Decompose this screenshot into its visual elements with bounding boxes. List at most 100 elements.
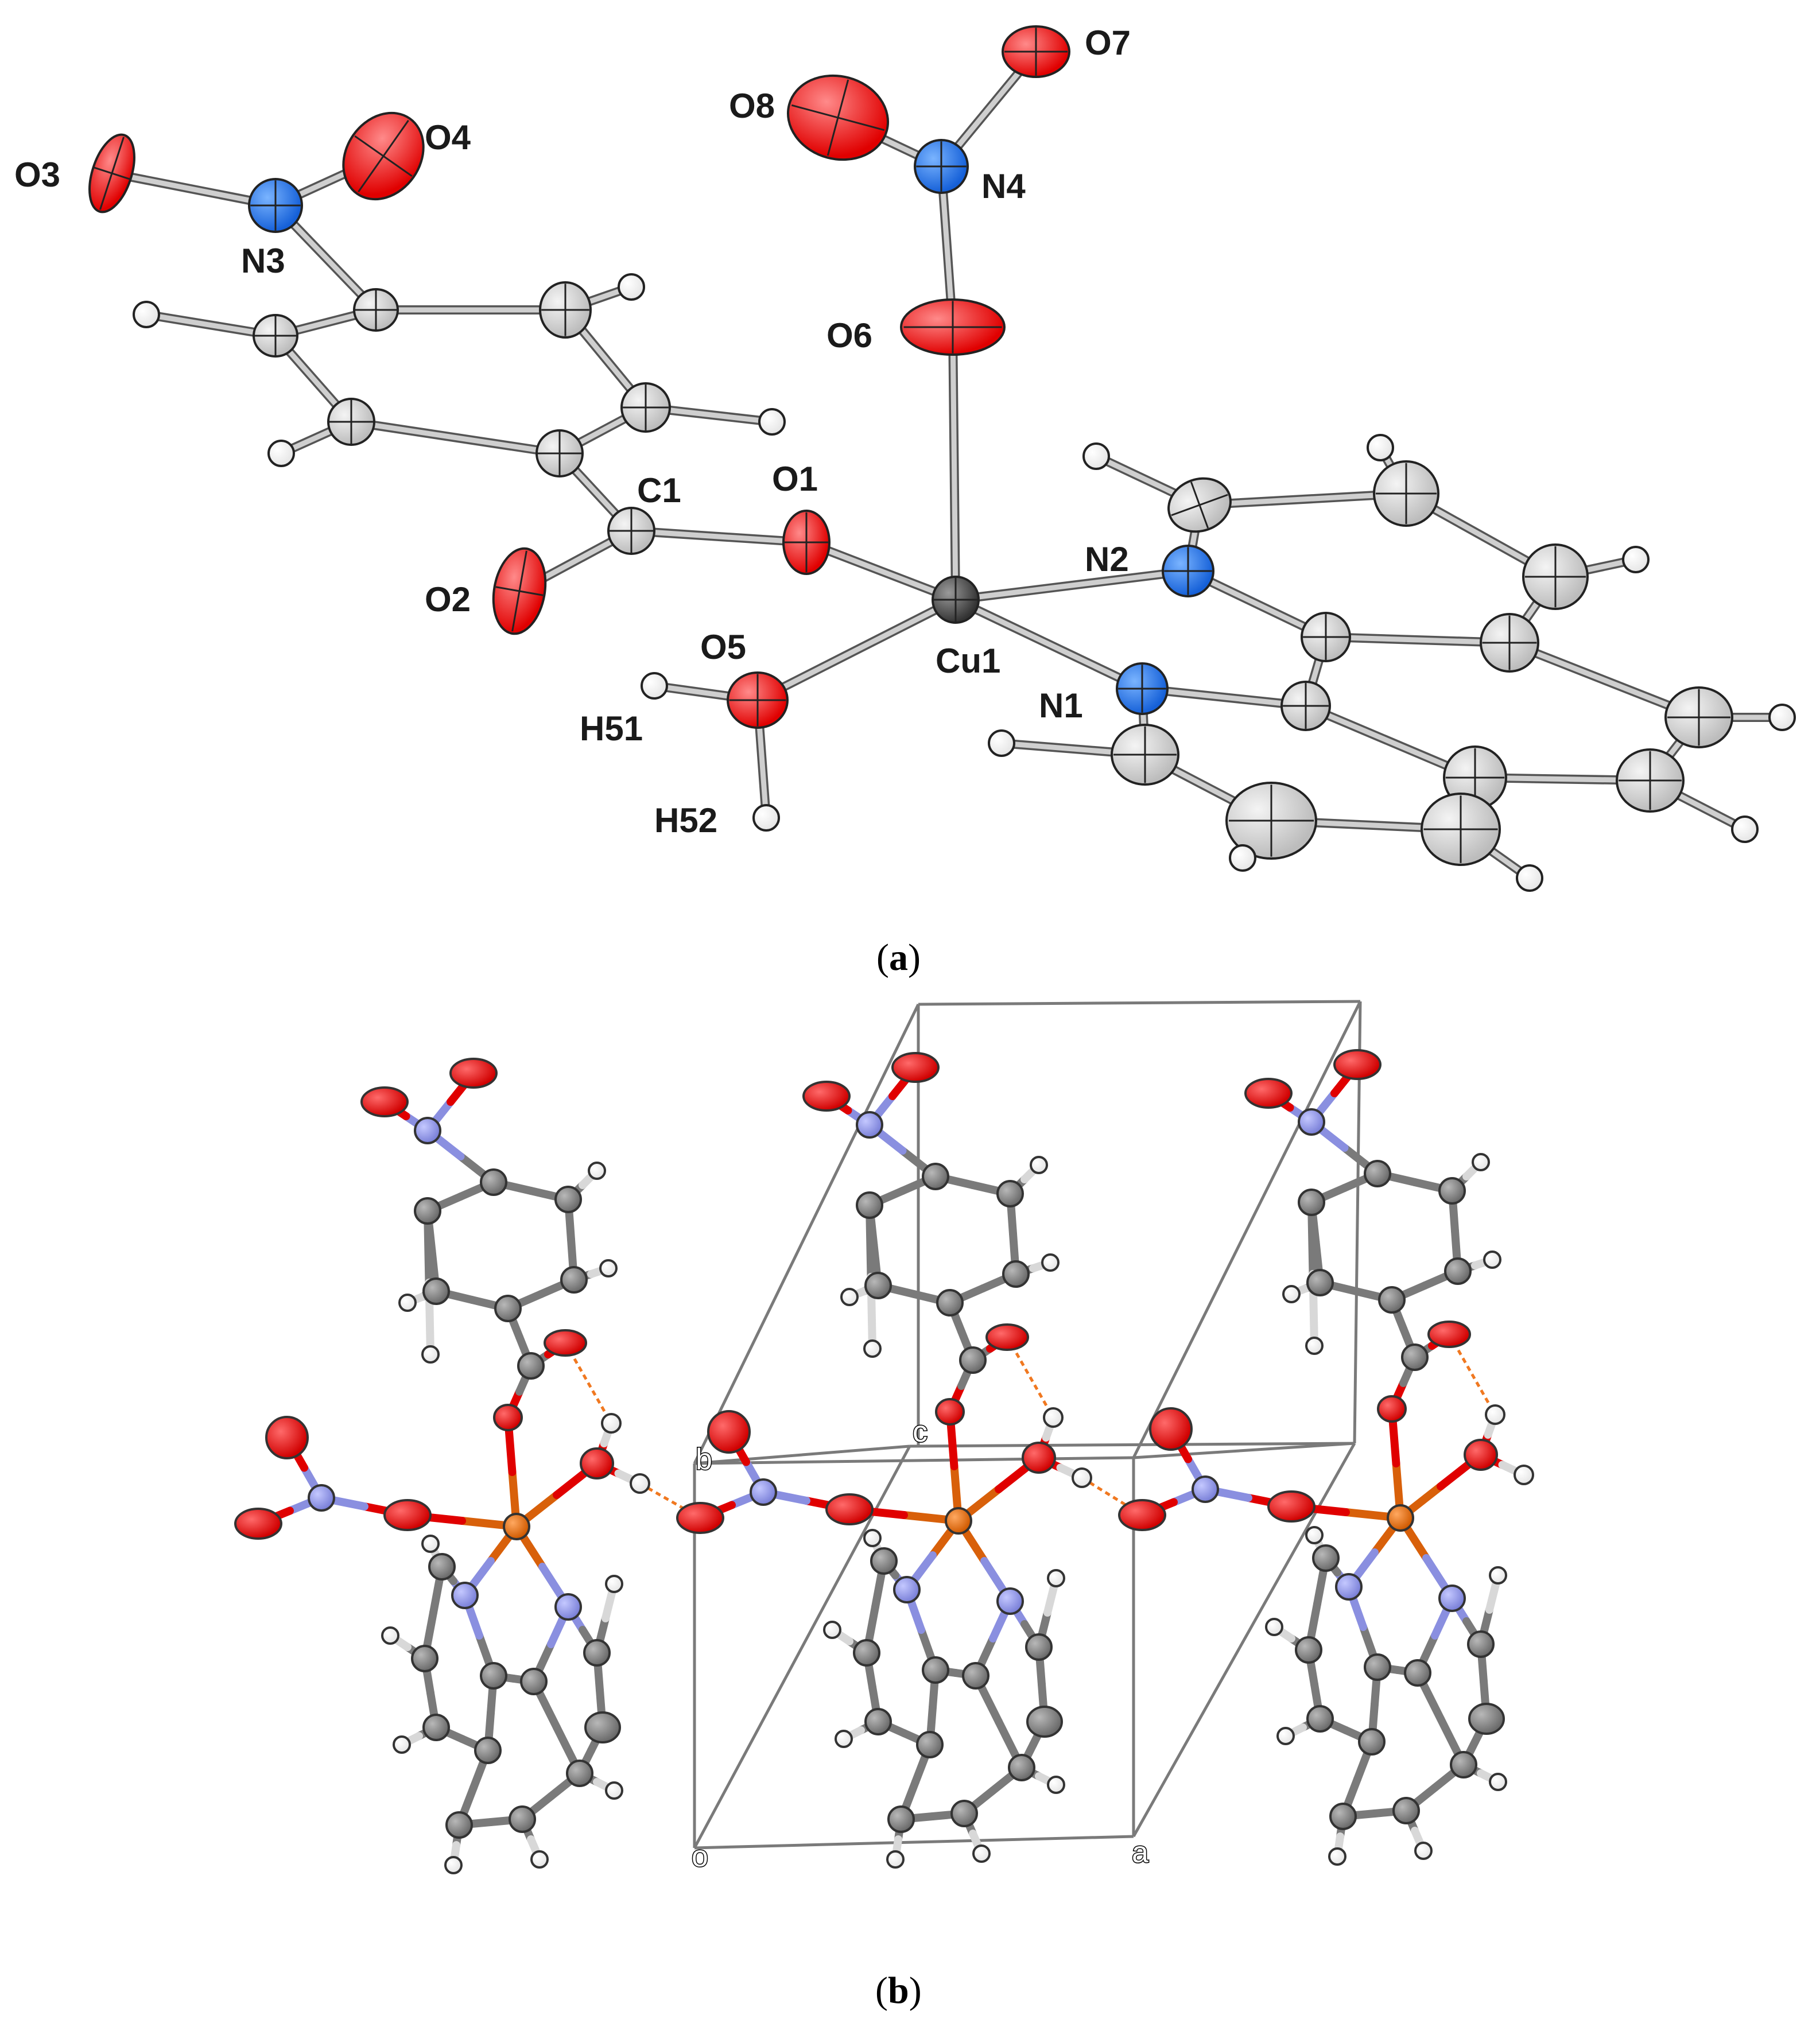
m1-atom-Hp [530,1850,549,1869]
atom-N4-axes [916,141,967,192]
m1-atom-Hb1 [398,1294,417,1312]
atom-Hq1 [1082,442,1110,470]
atom-Cq9-axes [1618,751,1682,810]
axis-c-label: c [913,1415,928,1449]
m3-atom-Ho [1489,1773,1507,1791]
atom-N1-axes [1118,665,1166,713]
atom-N2-axes [1164,547,1212,595]
molecule-3 [1118,1049,1534,1866]
m1-atom-Ca [494,1295,522,1322]
m1-atom-On1 [360,1086,409,1117]
atom-O3-axes [94,137,130,210]
m1-atom-On2 [449,1058,498,1089]
m2-atom-Hw2 [1072,1467,1092,1488]
m3-atom-Cn [1468,1703,1505,1735]
m2-atom-Ca [936,1289,964,1317]
label-N3: N3 [241,242,285,280]
m2-atom-Cd [922,1163,949,1190]
m2-atom-Cl [922,1656,949,1684]
m1-atom-Cf [560,1266,588,1294]
atom-Hq6 [988,729,1015,757]
m2-atom-Ow [1022,1442,1056,1474]
m1-atom-O2 [544,1329,587,1357]
label-O6: O6 [826,316,872,355]
atom-Cq7-axes [1667,689,1731,746]
atom-Cq12-axes [1423,795,1498,863]
axis-a-label: a [1132,1836,1148,1869]
m1-atom-Cj [474,1737,502,1764]
m3-atom-Hh [1265,1618,1283,1636]
m1-hbond-intra [564,1342,613,1424]
caption-a: (a) [876,937,921,978]
bond-O1-Cu1 [804,539,958,603]
m3-atom-Co [1450,1751,1477,1778]
atom-Hq8 [1516,864,1543,892]
axis-b-label: b [696,1443,712,1476]
m1-atom-Ck [520,1668,548,1695]
m2-atom-Ce [996,1180,1024,1207]
m1-atom-Hh [381,1626,399,1645]
label-O8: O8 [729,87,775,125]
label-O7: O7 [1085,24,1131,62]
atom-Cq4-axes [1482,615,1537,670]
m2-atom-O7 [707,1410,751,1454]
molecule-1 [234,1058,650,1874]
m1-atom-Hw1 [601,1413,622,1434]
m1-atom-Cpp [509,1805,536,1833]
panel-b-packing: b c o a (b) [234,1000,1534,2011]
bond-Cu1-N1 [953,597,1145,692]
m2-atom-Cn [1026,1706,1063,1738]
atom-Ha2 [133,301,160,328]
m2-atom-Cg [870,1547,898,1575]
label-O3: O3 [14,156,60,194]
atom-Cp6-axes [538,432,581,475]
m1-atom-Hw2 [630,1473,650,1494]
m2-atom-N1 [893,1576,921,1603]
label-C1: C1 [637,471,681,510]
bond-Cq1-Cq2 [1197,491,1409,508]
m1-atom-Ce [554,1186,582,1213]
m1-atom-Hn [605,1575,623,1593]
m3-atom-Ck [1404,1659,1431,1687]
m3-atom-Nn [1298,1108,1325,1136]
panel-b-molecules [234,1049,1534,1874]
label-O2: O2 [425,580,471,619]
cell-edge-5 [694,1444,910,1465]
m3-atom-Cc [1298,1189,1325,1216]
m3-atom-Cj [1358,1728,1386,1756]
atom-Hq3 [1622,546,1650,573]
m1-atom-N2 [554,1593,582,1621]
m1-atom-Cb [422,1277,450,1305]
m1-atom-Nn [414,1117,441,1144]
label-Cu1: Cu1 [936,642,1000,680]
atom-O2-axes [495,550,544,632]
m3-atom-On2 [1333,1049,1382,1080]
atom-O7-axes [1004,28,1068,76]
m2-atom-N2 [996,1587,1024,1615]
m3-atom-Ca [1378,1286,1406,1314]
m1-atom-Cn [584,1711,621,1743]
m3-hbond-intra [1448,1333,1497,1416]
bond-O3-N3 [109,170,278,208]
m2-atom-O2 [985,1323,1029,1351]
m3-atom-Cqq [1329,1803,1357,1830]
atom-Cp1-axes [355,290,397,330]
atom-O8-axes [791,79,885,156]
atom-O4-axes [354,119,413,193]
caption-b: (b) [875,1970,922,2011]
m1-atom-N1 [451,1582,479,1609]
atom-Cp3-axes [541,284,589,336]
cell-edge-13 [1132,1000,1362,1459]
m1-atom-Cg [428,1553,456,1580]
m2-atom-Hh [823,1621,841,1639]
m2-atom-On1 [802,1081,851,1112]
panel-a-ortep: O3 O4 N3 O7 O8 N4 O6 C1 O1 O2 N2 O5 Cu1 … [14,24,1796,978]
m2-atom-Cf [1002,1260,1030,1288]
panel-a-atom-labels: O3 O4 N3 O7 O8 N4 O6 C1 O1 O2 N2 O5 Cu1 … [14,24,1131,840]
label-N1: N1 [1039,686,1083,725]
m3-atom-Hp [1414,1842,1433,1860]
label-N2: N2 [1085,540,1129,578]
m1-atom-Hg [421,1535,440,1553]
bond-Cq6-N1 [1139,686,1309,709]
m2-atom-Hi [835,1730,853,1748]
